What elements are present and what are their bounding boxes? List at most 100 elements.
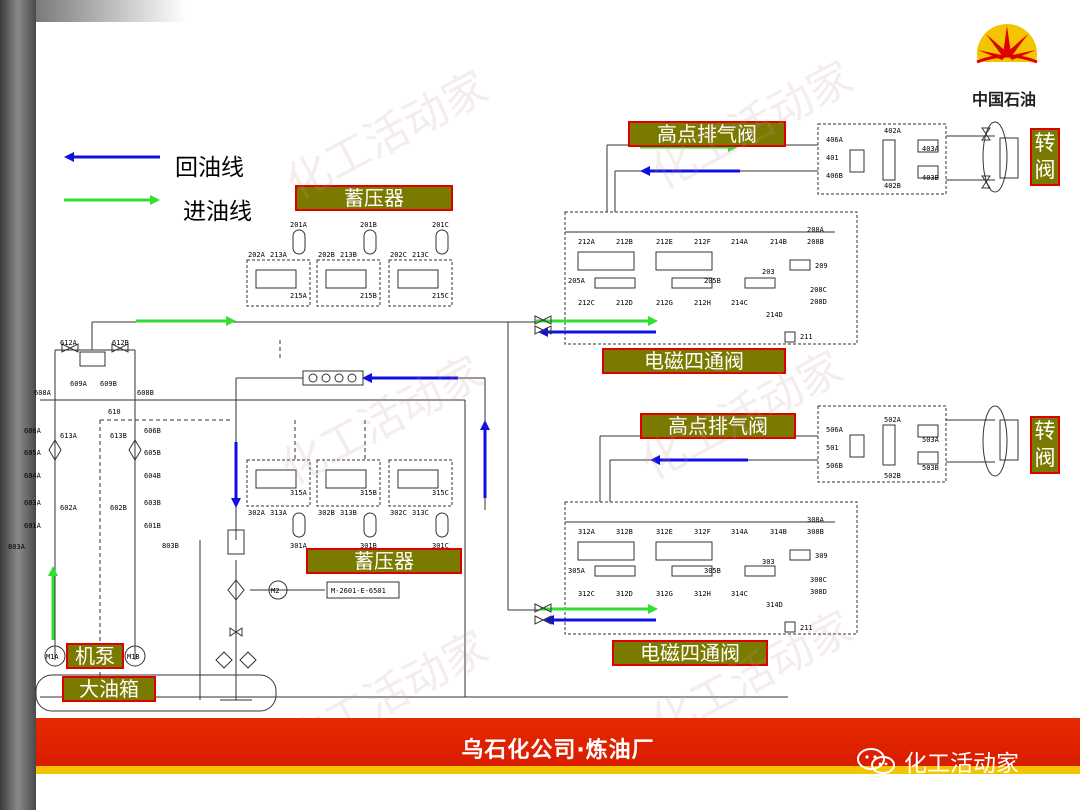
tag-312B: 312B xyxy=(616,528,633,536)
tag-202C: 202C xyxy=(390,251,407,259)
tag-214B: 214B xyxy=(770,238,787,246)
tag-212A: 212A xyxy=(578,238,596,246)
tag-312A: 312A xyxy=(578,528,596,536)
tag-213C: 213C xyxy=(412,251,429,259)
label-accumulator-top: 蓄压器 xyxy=(295,185,453,211)
solenoid-box-bottom xyxy=(564,501,858,635)
tag-201B: 201B xyxy=(360,221,377,229)
tag-613A: 613A xyxy=(60,432,78,440)
return-arrowhead-vent-top xyxy=(640,166,650,176)
tag-212F: 212F xyxy=(694,238,711,246)
tag-503B: 503B xyxy=(922,464,939,472)
supply-arrowhead-main xyxy=(226,316,236,326)
tag-312H: 312H xyxy=(694,590,711,598)
legend-supply-arrow xyxy=(64,195,160,205)
tag-401: 401 xyxy=(826,154,839,162)
legend-return-label: 回油线 xyxy=(175,155,244,181)
tag-502A: 502A xyxy=(884,416,902,424)
tag-313A: 313A xyxy=(270,509,288,517)
tag-314C: 314C xyxy=(731,590,748,598)
tag-214A: 214A xyxy=(731,238,749,246)
manifold-block xyxy=(302,370,364,386)
tag-314B: 314B xyxy=(770,528,787,536)
tag-208C: 208C xyxy=(810,286,827,294)
tag-612B: 612B xyxy=(112,339,129,347)
label-tank: 大油箱 xyxy=(62,676,156,702)
tag-315B: 315B xyxy=(360,489,377,497)
tag-214C: 214C xyxy=(731,299,748,307)
accumulator-group-bottom xyxy=(246,459,453,538)
tag-314D: 314D xyxy=(766,601,783,609)
tag-208A: 208A xyxy=(807,226,825,234)
footer-title: 乌石化公司·炼油厂 xyxy=(461,738,655,763)
tag-301C: 301C xyxy=(432,542,449,550)
supply-arrowhead-solenoid-bottom xyxy=(648,604,658,614)
tag-604A: 604A xyxy=(24,472,42,480)
tag-312G: 312G xyxy=(656,590,673,598)
tag-301A: 301A xyxy=(290,542,308,550)
label-turn-valve-bottom: 转阀 xyxy=(1030,416,1060,474)
tag-601B: 601B xyxy=(144,522,161,530)
footer-bar: 乌石化公司·炼油厂 xyxy=(36,718,1080,774)
tag-212H: 212H xyxy=(694,299,711,307)
tag-803A: 803A xyxy=(8,543,26,551)
tag-502B: 502B xyxy=(884,472,901,480)
tag-305B: 305B xyxy=(704,567,721,575)
tag-309: 309 xyxy=(815,552,828,560)
tag-M1A: M1A xyxy=(46,653,59,661)
legend-return-arrow xyxy=(64,152,160,162)
accumulator-group-top xyxy=(246,229,453,307)
tag-208D: 208D xyxy=(810,298,827,306)
tag-214D: 214D xyxy=(766,311,783,319)
supply-arrowhead-solenoid-top xyxy=(648,316,658,326)
tag-M1B: M1B xyxy=(127,653,140,661)
tag-209: 209 xyxy=(815,262,828,270)
tag-201C: 201C xyxy=(432,221,449,229)
tag-313C: 313C xyxy=(412,509,429,517)
tag-314A: 314A xyxy=(731,528,749,536)
tag-201A: 201A xyxy=(290,221,308,229)
tag-312E: 312E xyxy=(656,528,673,536)
tag-212C: 212C xyxy=(578,299,595,307)
tag-205B: 205B xyxy=(704,277,721,285)
tag-302B: 302B xyxy=(318,509,335,517)
tag-302C: 302C xyxy=(390,509,407,517)
wechat-account-name: 化工活动家 xyxy=(904,751,1019,777)
tag-202A: 202A xyxy=(248,251,266,259)
tag-609B: 609B xyxy=(100,380,117,388)
tag-215B: 215B xyxy=(360,292,377,300)
tag-M2: M2 xyxy=(271,587,279,595)
legend-supply-label: 进油线 xyxy=(183,199,252,225)
tag-602A: 602A xyxy=(60,504,78,512)
tag-608A: 608A xyxy=(34,389,52,397)
tag-605A: 605A xyxy=(24,449,42,457)
tag-312D: 312D xyxy=(616,590,633,598)
return-arrowhead-solenoid-top xyxy=(538,327,548,337)
top-decor-bar xyxy=(36,0,186,22)
tag-308C: 308C xyxy=(810,576,827,584)
tag-212B: 212B xyxy=(616,238,633,246)
logo-text: 中国石油 xyxy=(971,90,1036,109)
tag-212G: 212G xyxy=(656,299,673,307)
tag-312C: 312C xyxy=(578,590,595,598)
tag-612A: 612A xyxy=(60,339,78,347)
tag-315A: 315A xyxy=(290,489,308,497)
wechat-credit: 化工活动家 xyxy=(856,744,1019,778)
petrochina-logo-icon xyxy=(976,24,1038,86)
tag-501: 501 xyxy=(826,444,839,452)
tag-203: 203 xyxy=(762,268,775,276)
tag-215A: 215A xyxy=(290,292,308,300)
tag-406A: 406A xyxy=(826,136,844,144)
tag-215C: 215C xyxy=(432,292,449,300)
tag-506A: 506A xyxy=(826,426,844,434)
tag-313B: 313B xyxy=(340,509,357,517)
tag-602B: 602B xyxy=(110,504,127,512)
left-decor-bar xyxy=(0,0,36,810)
tag-608B: 608B xyxy=(137,389,154,397)
tag-503A: 503A xyxy=(922,436,940,444)
motor-tag-box xyxy=(326,581,400,599)
label-vent-valve-top: 高点排气阀 xyxy=(628,121,786,147)
tag-603A: 603A xyxy=(24,499,42,507)
tag-308D: 308D xyxy=(810,588,827,596)
